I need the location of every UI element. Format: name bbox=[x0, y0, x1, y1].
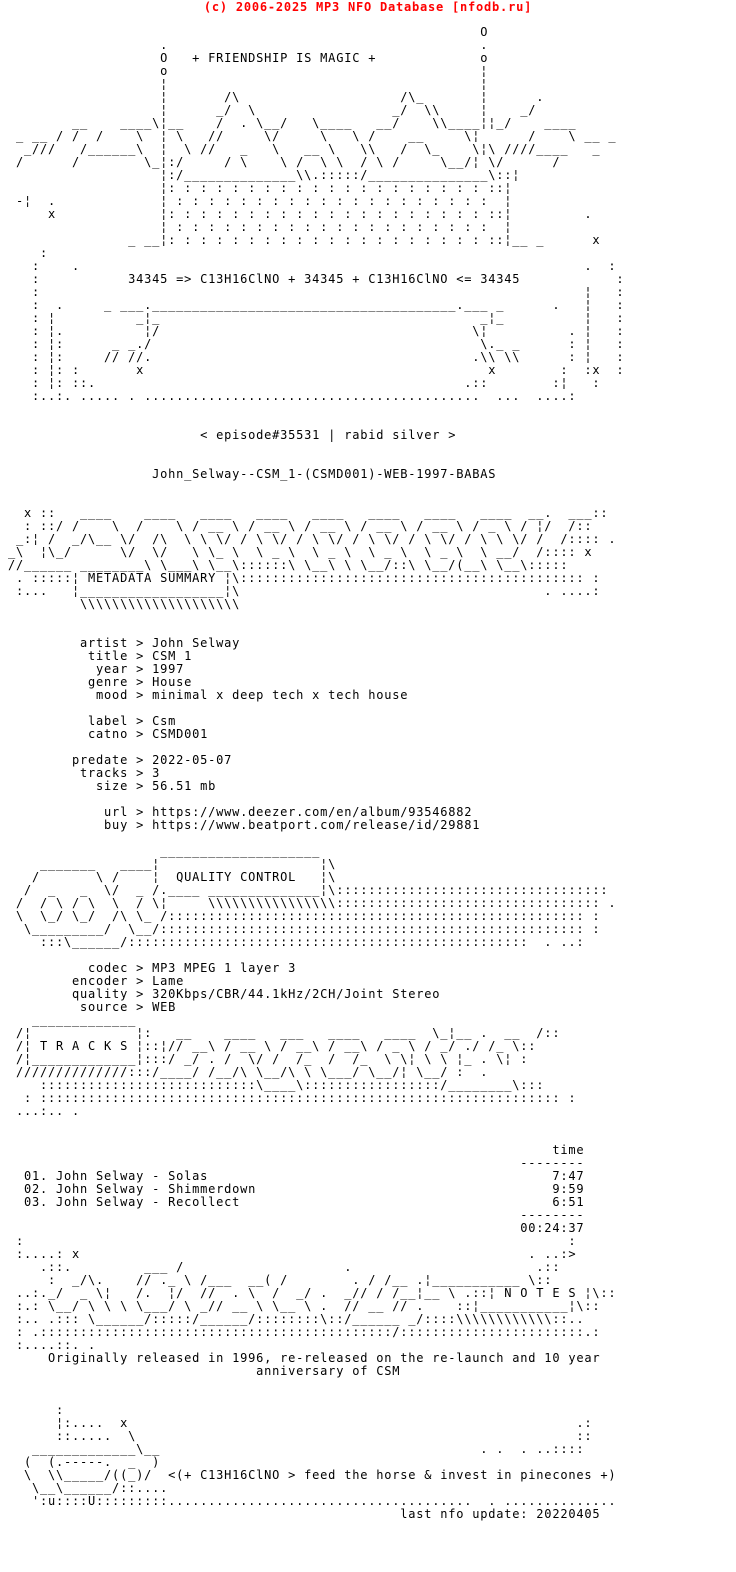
copyright-header: (c) 2006-2025 MP3 NFO Database [nfodb.ru… bbox=[203, 0, 533, 14]
nfo-ascii-art: O . . O + FRIENDSHIP IS MAGIC + o o ¦ bbox=[8, 25, 625, 1521]
